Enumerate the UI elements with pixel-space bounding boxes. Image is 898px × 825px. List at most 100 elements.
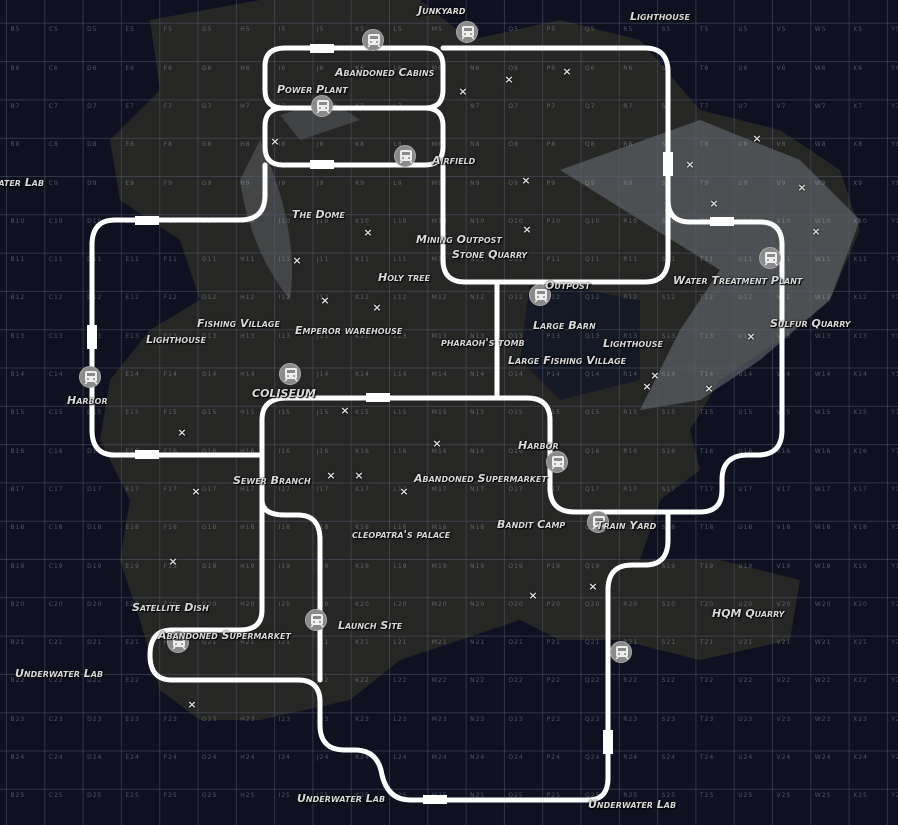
monument-marker-icon[interactable]: × <box>562 65 572 78</box>
monument-marker-icon[interactable]: × <box>588 580 598 593</box>
location-label[interactable]: Abandoned Cabins <box>335 66 435 79</box>
grid-cell-label: W23 <box>814 715 832 723</box>
grid-cell-label: W13 <box>814 332 832 340</box>
grid-cell-label: B14 <box>10 371 26 378</box>
train-station-icon[interactable] <box>759 247 781 269</box>
monument-marker-icon[interactable]: × <box>187 698 197 711</box>
location-label[interactable]: Underwater Lab <box>297 792 386 805</box>
monument-marker-icon[interactable]: × <box>191 485 201 498</box>
monument-marker-icon[interactable]: × <box>320 294 330 307</box>
monument-marker-icon[interactable]: × <box>372 301 382 314</box>
location-label[interactable]: Large Fishing Village <box>508 354 627 367</box>
grid-cell-label: N18 <box>470 524 486 532</box>
location-label[interactable]: Mining Outpost <box>416 233 502 246</box>
monument-marker-icon[interactable]: × <box>752 132 762 145</box>
monument-marker-icon[interactable]: × <box>177 426 187 439</box>
location-label[interactable]: Sewer Branch <box>233 474 311 487</box>
location-label[interactable]: Bandit Camp <box>497 518 566 531</box>
grid-cell-label: V22 <box>776 677 792 685</box>
monument-marker-icon[interactable]: × <box>399 485 409 498</box>
monument-marker-icon[interactable]: × <box>650 369 660 382</box>
location-label[interactable]: COLISEUM <box>252 387 316 400</box>
train-station-icon[interactable] <box>305 609 327 631</box>
location-label[interactable]: Power Plant <box>277 83 348 96</box>
train-station-icon[interactable] <box>167 631 189 653</box>
monument-marker-icon[interactable]: × <box>340 404 350 417</box>
location-label[interactable]: Launch Site <box>338 619 403 632</box>
train-station-icon[interactable] <box>79 366 101 388</box>
location-label[interactable]: Train Yard <box>596 519 657 532</box>
location-label[interactable]: Junkyard <box>418 4 466 17</box>
location-label[interactable]: Outpost <box>545 279 591 292</box>
train-station-icon[interactable] <box>546 451 568 473</box>
location-label[interactable]: Underwater Lab <box>0 176 45 189</box>
location-label[interactable]: Lighthouse <box>146 333 206 346</box>
location-label[interactable]: Abandoned Supermarket <box>158 629 291 642</box>
monument-marker-icon[interactable]: × <box>458 85 468 98</box>
location-label[interactable]: Underwater Lab <box>15 667 104 680</box>
grid-cell-label: O22 <box>508 677 524 685</box>
monument-marker-icon[interactable]: × <box>709 197 719 210</box>
location-label[interactable]: pharaoh's tomb <box>441 336 525 349</box>
location-label[interactable]: Stone Quarry <box>452 248 528 261</box>
location-label[interactable]: Lighthouse <box>603 337 663 350</box>
location-label[interactable]: Large Barn <box>533 319 596 332</box>
monument-marker-icon[interactable]: × <box>363 226 373 239</box>
location-label[interactable]: The Dome <box>292 208 345 221</box>
location-label[interactable]: cleopatra's palace <box>352 528 451 541</box>
monument-marker-icon[interactable]: × <box>354 469 364 482</box>
monument-marker-icon[interactable]: × <box>642 380 652 393</box>
grid-cell-label: X10 <box>853 217 868 225</box>
monument-marker-icon[interactable]: × <box>521 174 531 187</box>
grid-cell-label: B8 <box>10 141 21 149</box>
location-label[interactable]: Water Treatment Plant <box>673 274 803 287</box>
grid-cell-label: S22 <box>661 677 677 685</box>
train-station-icon[interactable] <box>456 21 478 43</box>
monument-marker-icon[interactable]: × <box>685 158 695 171</box>
grid-cell-label: E12 <box>125 294 140 302</box>
monument-marker-icon[interactable]: × <box>326 469 336 482</box>
monument-marker-icon[interactable]: × <box>746 330 756 343</box>
location-label[interactable]: HQM Quarry <box>712 607 785 620</box>
train-station-icon[interactable] <box>311 95 333 117</box>
grid-cell-label: J16 <box>316 447 330 455</box>
monument-marker-icon[interactable]: × <box>292 254 302 267</box>
train-station-icon[interactable] <box>610 641 632 663</box>
monument-marker-icon[interactable]: × <box>504 73 514 86</box>
grid-cell-label: T25 <box>699 792 715 800</box>
grid-cell-label: W6 <box>814 64 827 72</box>
monument-marker-icon[interactable]: × <box>522 223 532 236</box>
location-label[interactable]: Airfield <box>432 154 476 167</box>
train-station-icon[interactable] <box>529 284 551 306</box>
train-station-icon[interactable] <box>362 29 384 51</box>
location-label[interactable]: Abandoned Supermarket <box>414 472 547 485</box>
train-station-icon[interactable] <box>279 363 301 385</box>
location-label[interactable]: Fishing Village <box>197 317 280 330</box>
location-label[interactable]: Harbor <box>518 439 559 452</box>
monument-marker-icon[interactable]: × <box>811 225 821 238</box>
grid-cell-label: U11 <box>738 256 754 264</box>
monument-marker-icon[interactable]: × <box>168 555 178 568</box>
train-station-icon[interactable] <box>394 145 416 167</box>
grid-cell-label: Q15 <box>585 409 601 417</box>
grid-cell-label: I17 <box>278 485 291 493</box>
location-label[interactable]: Emperor warehouse <box>295 324 403 337</box>
monument-marker-icon[interactable]: × <box>704 382 714 395</box>
grid-cell-label: V7 <box>776 102 787 110</box>
grid-cell-label: P8 <box>546 141 557 149</box>
grid-cell-label: K11 <box>355 256 370 264</box>
location-label[interactable]: Satellite Dish <box>132 601 209 614</box>
grid-cell-label: Q9 <box>585 179 596 187</box>
location-label[interactable]: Lighthouse <box>630 10 690 23</box>
train-station-icon[interactable] <box>587 511 609 533</box>
location-label[interactable]: Underwater Lab <box>588 798 677 811</box>
location-label[interactable]: Harbor <box>67 394 108 407</box>
grid-cell-label: O5 <box>508 26 519 34</box>
monument-marker-icon[interactable]: × <box>432 437 442 450</box>
monument-marker-icon[interactable]: × <box>797 181 807 194</box>
monument-marker-icon[interactable]: × <box>270 135 280 148</box>
location-label[interactable]: Sulfur Quarry <box>770 317 851 330</box>
location-label[interactable]: Holy tree <box>378 271 431 284</box>
monument-marker-icon[interactable]: × <box>528 589 538 602</box>
